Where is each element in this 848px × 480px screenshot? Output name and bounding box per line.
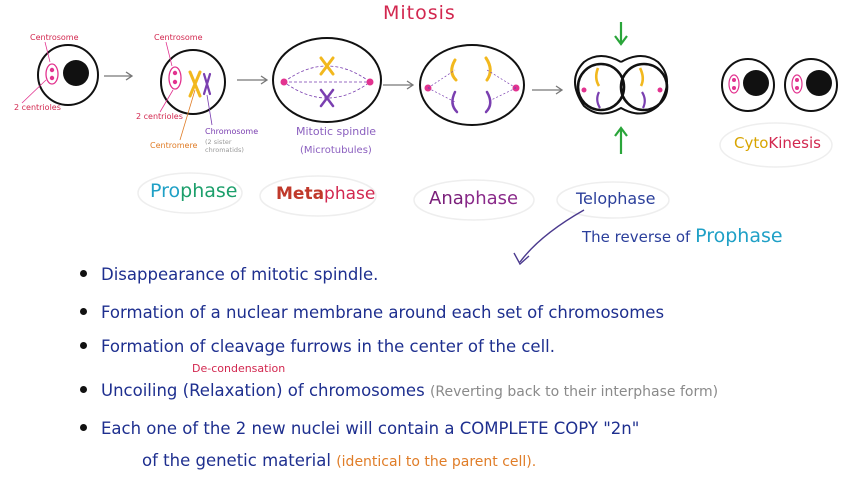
arrow-1 bbox=[104, 71, 134, 81]
phase-cytokinesis: CytoKinesis bbox=[734, 134, 821, 152]
bullet-dot bbox=[80, 308, 87, 315]
bullet-dot bbox=[80, 270, 87, 277]
arrow-2 bbox=[237, 75, 269, 85]
phase-telophase: Telophase bbox=[576, 189, 656, 208]
telophase-note: The reverse of Prophase bbox=[582, 225, 783, 247]
metaphase-oval bbox=[259, 175, 377, 217]
label-centrosome-1: Centrosome bbox=[30, 33, 79, 42]
cytokinesis-cells bbox=[721, 58, 838, 112]
bullet-4: Uncoiling (Relaxation) of chromosomes (R… bbox=[80, 381, 718, 400]
label-centrioles-2: 2 centrioles bbox=[136, 112, 183, 121]
anaphase-oval bbox=[413, 179, 535, 221]
bullet-5-continued: of the genetic material (identical to th… bbox=[142, 451, 537, 470]
bullet-3: Formation of cleavage furrows in the cen… bbox=[80, 337, 555, 356]
anaphase-cell bbox=[419, 44, 525, 126]
cytokinesis-oval bbox=[719, 122, 833, 168]
bullet-2: Formation of a nuclear membrane around e… bbox=[80, 303, 664, 322]
arrow-down-icon bbox=[614, 22, 628, 46]
arrow-up-icon bbox=[614, 126, 628, 154]
phase-anaphase: Anaphase bbox=[429, 188, 519, 209]
phase-metaphase: Metaphase bbox=[276, 184, 376, 204]
label-chromosome: Chromosome bbox=[205, 127, 259, 136]
arrow-3 bbox=[383, 80, 415, 90]
label-centrioles-1: 2 centrioles bbox=[14, 103, 61, 112]
bullet-1: Disappearance of mitotic spindle. bbox=[80, 265, 378, 284]
curved-arrow bbox=[513, 209, 585, 266]
bullet-dot bbox=[80, 386, 87, 393]
telophase-cell bbox=[574, 22, 669, 154]
phase-prophase: Prophase bbox=[150, 180, 238, 202]
bullet-5: Each one of the 2 new nuclei will contai… bbox=[80, 419, 639, 438]
label-centromere: Centromere bbox=[150, 141, 198, 150]
telophase-oval bbox=[556, 181, 670, 219]
prophase-cell bbox=[159, 41, 226, 141]
bullet-dot bbox=[80, 424, 87, 431]
bullet-dot bbox=[80, 342, 87, 349]
label-mitotic-spindle: Mitotic spindle bbox=[296, 125, 377, 138]
label-sister-chromatids: (2 sister chromatids) bbox=[205, 138, 244, 154]
metaphase-cell bbox=[272, 37, 382, 123]
arrow-4 bbox=[532, 85, 564, 95]
label-centrosome-2: Centrosome bbox=[154, 33, 203, 42]
label-microtubules: (Microtubules) bbox=[300, 145, 372, 156]
interphase-cell bbox=[21, 41, 99, 106]
prophase-oval bbox=[137, 172, 243, 214]
page-title: Mitosis bbox=[383, 2, 456, 24]
bullet-4-annotation: De-condensation bbox=[192, 362, 286, 375]
